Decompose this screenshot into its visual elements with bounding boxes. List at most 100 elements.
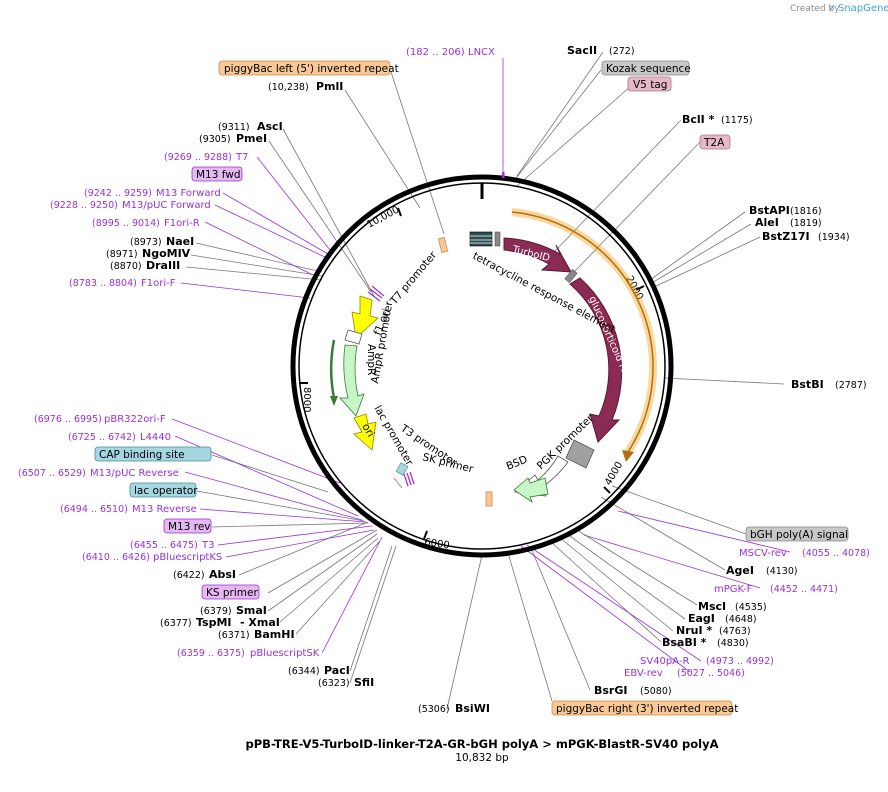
primer-name-m13-forward: M13 Forward	[156, 188, 221, 199]
primer-pos-ebv-rev: (5027 .. 5046)	[677, 668, 745, 679]
label-t2a: T2A	[703, 137, 725, 149]
site-name-ngomiv: NgoMIV	[142, 247, 191, 260]
site-name-bamhi: BamHI	[254, 628, 295, 641]
site-name-bsrgi: BsrGI	[594, 684, 627, 697]
ruler-label-6000: 6000	[424, 537, 451, 551]
label-cap-binding-site: CAP binding site	[99, 449, 185, 461]
site-pos-msci: (4535)	[735, 602, 767, 613]
primer-name-m13-puc-reverse: M13/pUC Reverse	[90, 468, 179, 479]
primer-pos-m13-forward: (9242 .. 9259)	[84, 188, 152, 199]
site-pos-draiii: (8870)	[110, 261, 142, 272]
map-subtitle: 10,832 bp	[455, 752, 509, 764]
primer-name-ebv-rev: EBV-rev	[624, 668, 663, 679]
box-cap-binding-site	[94, 446, 212, 462]
piggybac-right-marker	[485, 491, 493, 507]
site-pos-bstapi: (1816)	[790, 206, 822, 217]
primer-pos-l4440: (6725 .. 6742)	[68, 432, 136, 443]
site-pos-bamhi: (6371)	[218, 630, 250, 641]
site-name-pmli: PmlI	[316, 80, 343, 93]
primer-pos-lncx: (182 .. 206)	[406, 47, 465, 58]
site-pos-pmei: (9305)	[199, 134, 231, 145]
site-pos-alei: (1819)	[790, 218, 822, 229]
primer-pos-m13-reverse: (6494 .. 6510)	[60, 504, 128, 515]
label-piggybac-right: piggyBac right (3') inverted repeat	[556, 703, 738, 715]
box-ks-primer	[201, 584, 260, 600]
site-pos-nrui: (4763)	[719, 626, 751, 637]
site-name-paci: PacI	[324, 664, 350, 677]
site-name-asci: AscI	[257, 120, 283, 133]
site-pos-bcli: (1175)	[721, 115, 753, 126]
site-name-alei: AleI	[755, 216, 779, 229]
site-name-bsiwi: BsiWI	[455, 702, 490, 715]
label-ks-primer: KS primer	[206, 587, 258, 599]
primer-name-m13-reverse: M13 Reverse	[132, 504, 197, 515]
pgk-promoter-arrow[interactable]	[565, 439, 595, 469]
site-pos-bsiwi: (5306)	[418, 704, 450, 715]
piggybac-left-marker	[437, 236, 449, 254]
ampr-promoter-marker	[344, 329, 363, 345]
primer-leader-lines	[171, 58, 791, 673]
t7-promoter-label: T7 promoter	[387, 249, 439, 308]
credit-text: Created by	[790, 4, 840, 14]
bsd-arrow[interactable]	[513, 477, 549, 504]
site-pos-paci: (6344)	[288, 666, 320, 677]
primer-name-t3: T3	[201, 540, 214, 551]
kozak-marker	[494, 231, 501, 247]
primer-pos-t7: (9269 .. 9288)	[164, 152, 232, 163]
site-pos-ngomiv: (8971)	[106, 249, 138, 260]
box-piggybac-left	[218, 60, 391, 76]
primer-name-lncx: LNCX	[468, 47, 495, 58]
ampr-arrow[interactable]	[339, 344, 365, 417]
site-name-sacii: SacII	[567, 44, 597, 57]
site-name-eagi: EagI	[688, 612, 715, 625]
site-pos-asci: (9311)	[218, 122, 250, 133]
primer-name-sv40pa-r: SV40pA-R	[640, 656, 689, 667]
primer-pos-m13-puc-reverse: (6507 .. 6529)	[18, 468, 86, 479]
site-name-bstbi: BstBI	[791, 378, 824, 391]
primer-pos-t3: (6455 .. 6475)	[130, 540, 198, 551]
label-m13-rev: M13 rev	[168, 521, 211, 533]
primer-pos-pbluescriptks: (6410 .. 6426)	[82, 552, 150, 563]
label-v5-tag: V5 tag	[633, 79, 667, 91]
brand-name: SnapGene	[838, 3, 888, 14]
f1-ori-arrow[interactable]	[351, 295, 379, 339]
ampr-strand-arrow	[329, 339, 336, 399]
site-name-bsabi: BsaBI *	[662, 636, 707, 649]
label-kozak: Kozak sequence	[606, 63, 691, 75]
box-lac-operator	[129, 482, 197, 498]
primer-name-f1ori-r: F1ori-R	[164, 218, 200, 229]
site-pos-eagi: (4648)	[725, 614, 757, 625]
t7-promoter-marker	[367, 285, 385, 302]
box-bgh-polya	[745, 526, 849, 542]
map-title: pPB-TRE-V5-TurboID-linker-T2A-GR-bGH pol…	[246, 737, 719, 751]
site-name-naei: NaeI	[166, 235, 194, 248]
glucocorticoid-receptor-arrow[interactable]	[569, 277, 623, 443]
ori-arrow[interactable]	[353, 413, 377, 451]
primer-pos-mpgk-f: (4452 .. 4471)	[770, 584, 838, 595]
primer-name-pbluescriptsk: pBluescriptSK	[250, 648, 320, 659]
primer-pos-f1ori-r: (8995 .. 9014)	[92, 218, 160, 229]
site-pos-bsrgi: (5080)	[640, 686, 672, 697]
site-name-absi: AbsI	[209, 568, 236, 581]
mcs-cluster	[393, 462, 415, 489]
primer-pos-pbluescriptsk: (6359 .. 6375)	[177, 648, 245, 659]
primer-name-pbluescriptks: pBluescriptKS	[153, 552, 222, 563]
primer-pos-f1ori-f: (8783 .. 8804)	[69, 278, 137, 289]
primer-pos-sv40pa-r: (4973 .. 4992)	[706, 656, 774, 667]
tre-block[interactable]	[469, 231, 493, 247]
ampr-label: AmpR	[365, 344, 377, 375]
site-name-sfii: SfiI	[354, 676, 374, 689]
label-lac-operator: lac operator	[134, 485, 198, 497]
box-t2a	[699, 134, 731, 150]
orf-arrow-head	[622, 450, 634, 462]
orf-direction-line	[511, 211, 654, 453]
site-name-nrui: NruI *	[676, 624, 712, 637]
primer-name-t7: T7	[235, 152, 248, 163]
label-piggybac-left: piggyBac left (5') inverted repeat	[224, 63, 399, 75]
label-bgh-polya: bGH poly(A) signal	[750, 529, 848, 541]
primer-pos-m13-puc-forward: (9228 .. 9250)	[50, 200, 118, 211]
site-pos-tspmi: (6377)	[160, 618, 192, 629]
site-name-xmai: - XmaI	[240, 616, 280, 629]
